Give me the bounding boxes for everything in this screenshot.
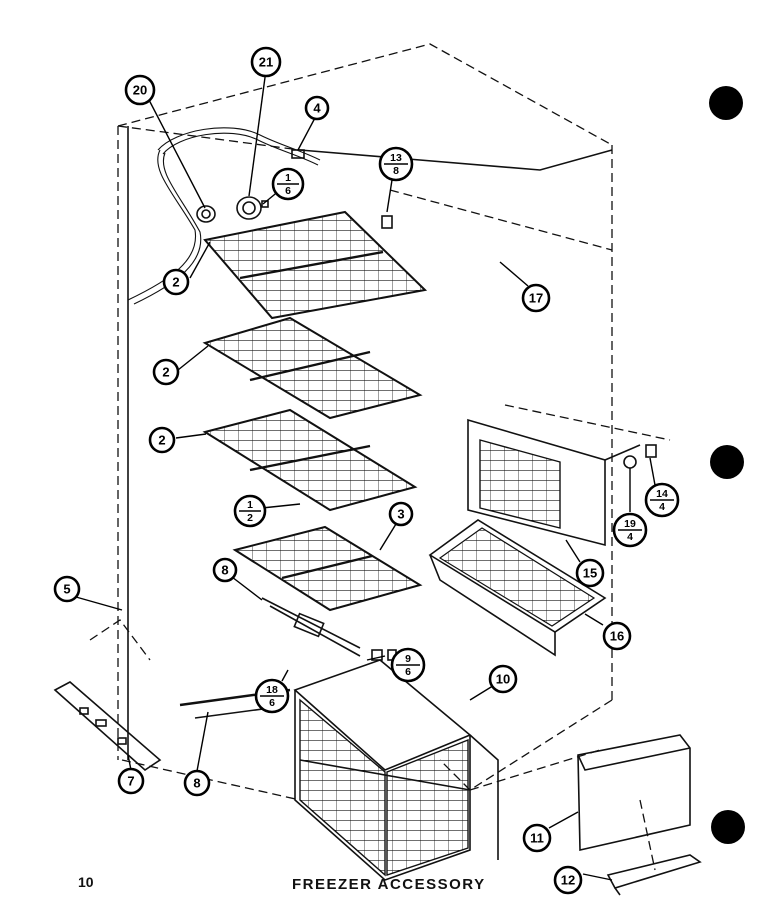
svg-text:8: 8 — [221, 563, 228, 578]
wire-shelf-1 — [203, 210, 428, 320]
svg-text:4: 4 — [313, 101, 321, 116]
svg-text:8: 8 — [393, 165, 399, 177]
callout-7: 7 — [117, 767, 145, 795]
cabinet-outline — [117, 43, 613, 801]
svg-text:12: 12 — [561, 873, 575, 888]
callout-15: 15 — [575, 558, 605, 588]
callout-10: 10 — [488, 664, 518, 694]
svg-text:11: 11 — [530, 831, 544, 846]
wire-shelf-3 — [202, 408, 418, 512]
callout-11: 11 — [522, 823, 552, 853]
svg-text:6: 6 — [269, 697, 275, 709]
callout-1-6: 1 6 — [271, 167, 305, 201]
bin-trim — [606, 854, 702, 896]
callout-1-2: 1 2 — [233, 494, 267, 528]
svg-text:9: 9 — [405, 653, 411, 665]
callout-20: 20 — [124, 74, 156, 106]
door-bin — [469, 734, 691, 871]
svg-text:10: 10 — [496, 672, 510, 687]
svg-text:2: 2 — [158, 433, 165, 448]
callout-2-middle: 2 — [152, 358, 180, 386]
callout-8-lower: 8 — [183, 769, 211, 797]
svg-text:6: 6 — [285, 185, 291, 197]
svg-text:2: 2 — [247, 512, 253, 524]
callout-14-4: 14 4 — [644, 482, 680, 518]
svg-text:8: 8 — [193, 776, 200, 791]
callout-21: 21 — [250, 46, 282, 78]
svg-text:3: 3 — [397, 507, 404, 522]
margin-dots — [709, 86, 745, 844]
ice-tray — [428, 519, 607, 657]
callout-2-top: 2 — [162, 268, 190, 296]
page-number: 10 — [78, 874, 94, 890]
callout-9-6: 9 6 — [390, 647, 426, 683]
wire-shelf-2 — [202, 316, 423, 420]
svg-text:17: 17 — [529, 291, 543, 306]
callout-8-upper: 8 — [212, 557, 238, 583]
ice-maker — [467, 404, 671, 547]
svg-text:14: 14 — [656, 488, 668, 500]
leader-lines — [75, 69, 656, 881]
svg-text:2: 2 — [172, 275, 179, 290]
svg-text:7: 7 — [127, 774, 134, 789]
control-panel — [53, 619, 162, 772]
callout-18-6: 18 6 — [254, 678, 290, 714]
callout-17: 17 — [521, 283, 551, 313]
svg-text:16: 16 — [610, 629, 624, 644]
callout-19-4: 19 4 — [612, 512, 648, 548]
callout-3: 3 — [388, 501, 414, 527]
svg-text:4: 4 — [627, 531, 633, 543]
wire-basket — [293, 659, 499, 881]
page-title: FREEZER ACCESSORY — [292, 876, 486, 893]
svg-text:1: 1 — [247, 499, 253, 511]
callout-4: 4 — [304, 95, 330, 121]
svg-text:2: 2 — [162, 365, 169, 380]
svg-text:4: 4 — [659, 501, 665, 513]
callout-13-8: 13 8 — [378, 146, 414, 182]
svg-text:1: 1 — [285, 172, 291, 184]
svg-text:6: 6 — [405, 666, 411, 678]
callout-16: 16 — [602, 621, 632, 651]
svg-text:21: 21 — [259, 55, 273, 70]
wire-shelf-4 — [232, 525, 423, 612]
callout-2-lower: 2 — [148, 426, 176, 454]
svg-text:5: 5 — [63, 582, 70, 597]
callout-5: 5 — [53, 575, 81, 603]
svg-text:15: 15 — [583, 566, 597, 581]
svg-text:13: 13 — [390, 152, 402, 164]
svg-text:20: 20 — [133, 83, 147, 98]
svg-text:19: 19 — [624, 518, 636, 530]
callout-12: 12 — [553, 865, 583, 895]
svg-text:18: 18 — [266, 684, 278, 696]
